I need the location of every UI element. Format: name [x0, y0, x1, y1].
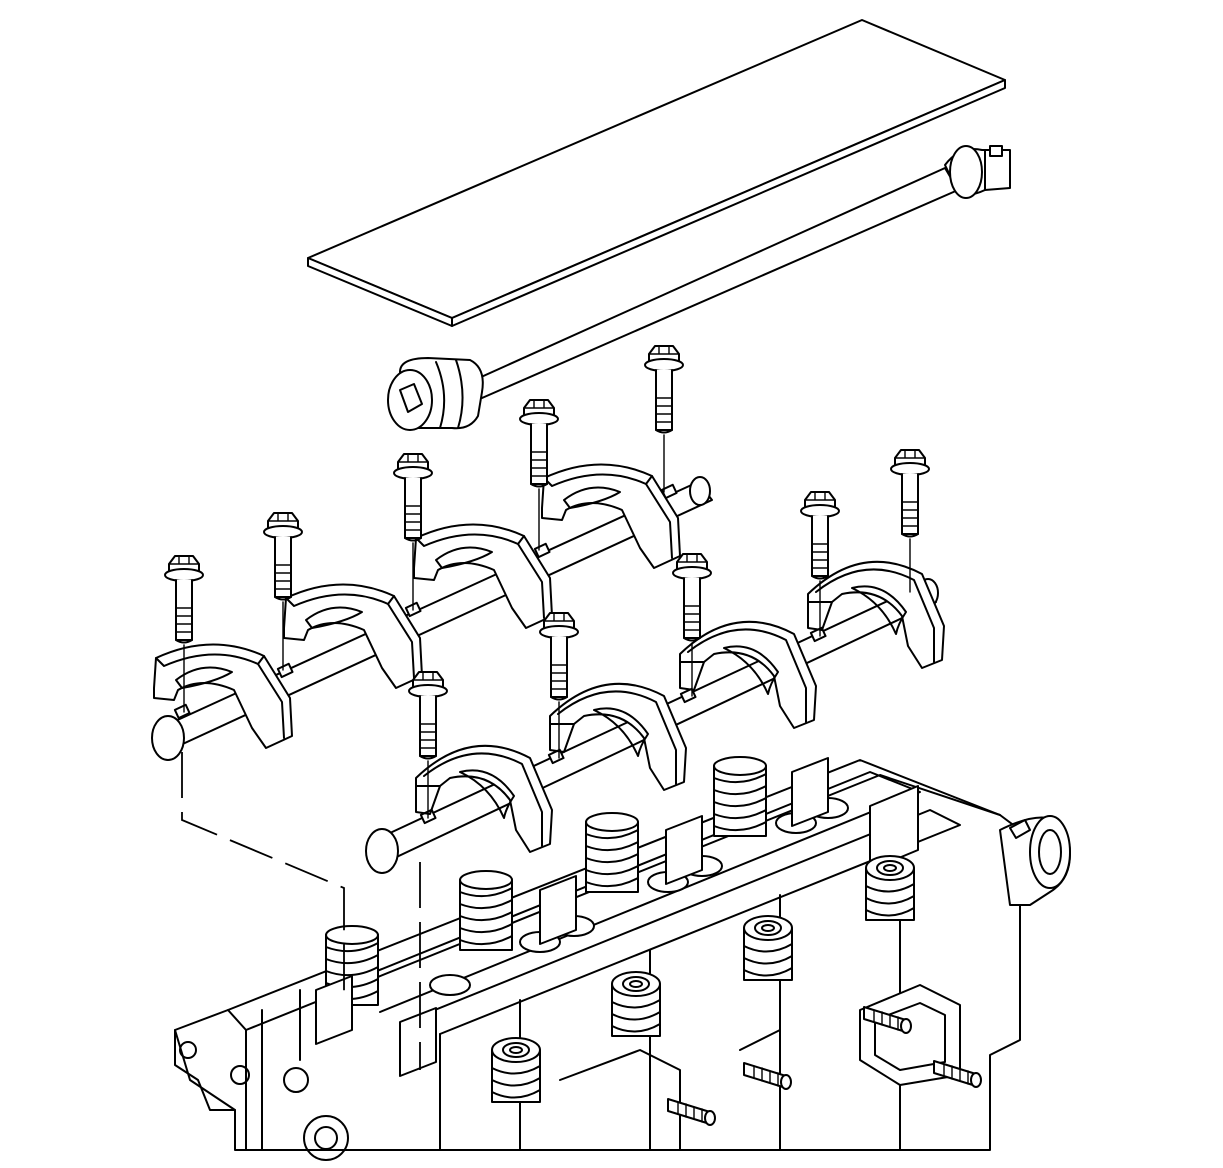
rocker-stanchions	[315, 757, 919, 1077]
bolt	[672, 553, 712, 642]
bolt	[164, 555, 204, 644]
bolt	[393, 453, 433, 542]
assembly-leader-lines	[181, 752, 421, 1070]
bolt	[263, 512, 303, 601]
valve-spring	[459, 870, 513, 951]
valve-spring	[585, 812, 639, 893]
hydraulic-lifter	[611, 971, 661, 1037]
bolt	[539, 612, 579, 701]
valve-spring	[713, 756, 767, 837]
hydraulic-lifter	[743, 915, 793, 981]
extension-bar	[387, 145, 1011, 431]
cylinder-head	[174, 759, 1071, 1161]
bolt	[644, 345, 684, 434]
flat-plate	[307, 19, 1006, 327]
bolt	[408, 671, 448, 760]
bolt	[800, 491, 840, 580]
hydraulic-lifter	[865, 855, 915, 921]
alignment-lines	[183, 434, 911, 819]
bolt	[890, 449, 930, 538]
hydraulic-lifter	[491, 1037, 541, 1103]
